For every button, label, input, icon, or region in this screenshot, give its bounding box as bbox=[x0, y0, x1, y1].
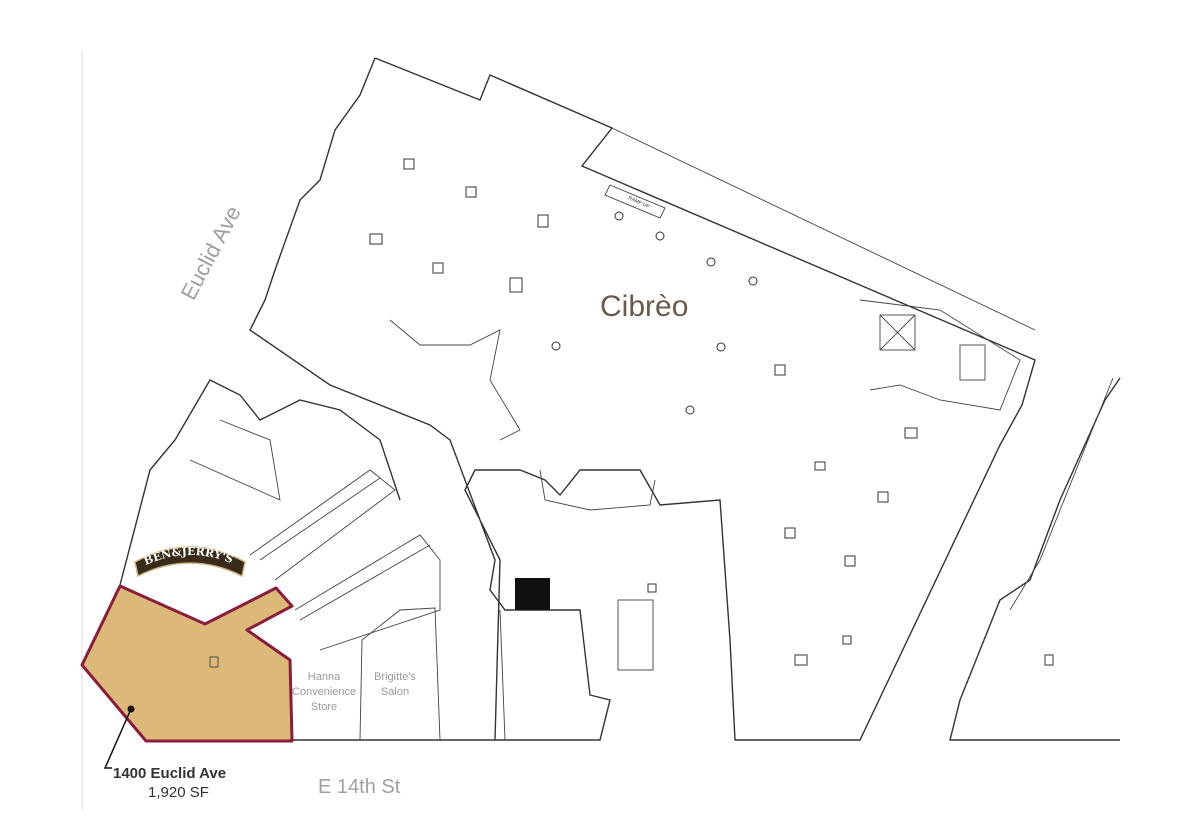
columns bbox=[369, 158, 1054, 666]
elevator bbox=[879, 314, 916, 351]
salon-wall bbox=[359, 607, 441, 741]
left-stores-outline bbox=[119, 379, 401, 586]
bridge-trusses bbox=[259, 477, 431, 621]
main-building-outline bbox=[249, 57, 1036, 741]
unit-address: 1400 Euclid Ave bbox=[113, 765, 227, 782]
ramp-wall bbox=[611, 127, 1036, 331]
escalator bbox=[515, 578, 550, 610]
ben-jerrys-logo: BEN&JERRY'S bbox=[134, 545, 246, 578]
walkway-bridge bbox=[249, 469, 396, 581]
unit-column bbox=[209, 656, 219, 668]
unit-size: 1,920 SF bbox=[148, 784, 209, 801]
inner-wall bbox=[499, 609, 506, 741]
tenant-label-cibreo: Cibrèo bbox=[600, 290, 689, 323]
stair bbox=[617, 599, 654, 671]
stair bbox=[959, 344, 986, 381]
highlighted-unit-1400-euclid[interactable] bbox=[80, 584, 294, 743]
tenant-label-brigitte: Brigitte's Salon bbox=[374, 671, 416, 698]
leader-line bbox=[103, 708, 132, 769]
street-label-e14th: E 14th St bbox=[318, 776, 401, 798]
stair-core bbox=[859, 299, 1021, 411]
stairs bbox=[389, 319, 521, 441]
walkway-bridge bbox=[294, 534, 441, 651]
right-building-outline bbox=[949, 377, 1121, 741]
tenant-label-hanna: Hanna Convenience Store bbox=[291, 671, 357, 713]
ramp bbox=[604, 184, 666, 219]
